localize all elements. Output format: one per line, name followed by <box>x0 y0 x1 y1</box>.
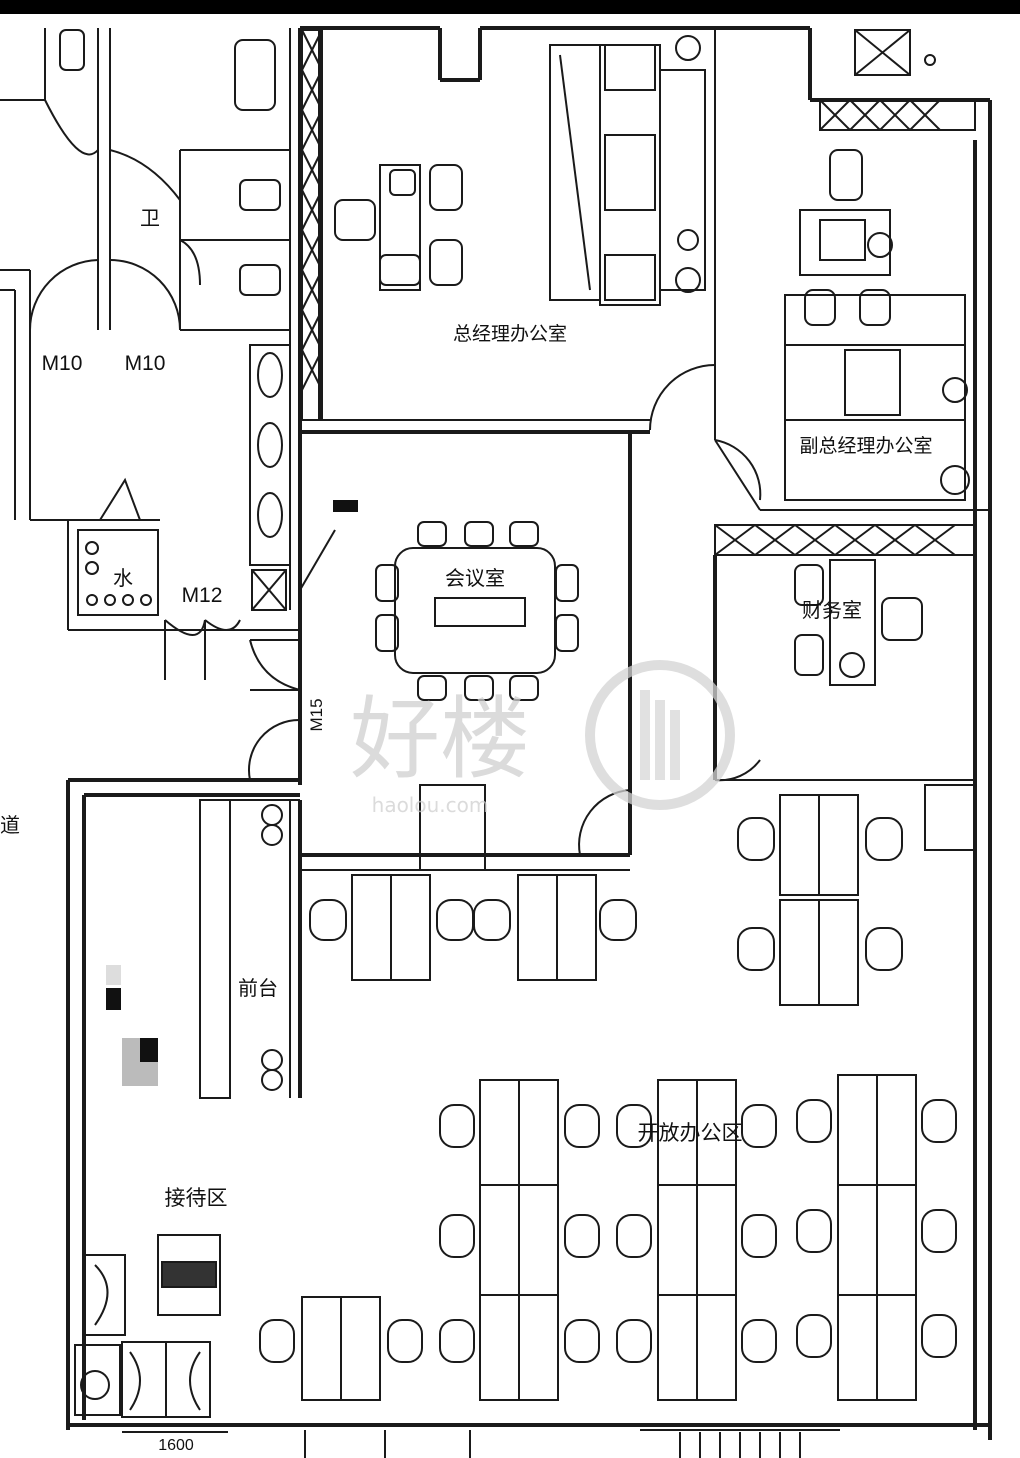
finance-room <box>713 524 976 851</box>
door-tag-m15: M15 <box>307 698 326 731</box>
door-tag-m10-right: M10 <box>125 352 166 375</box>
gm-office-walls <box>300 28 716 440</box>
tea-room-label: 水 <box>113 566 133 590</box>
waiting-area <box>74 1234 221 1418</box>
door-tag-m12: M12 <box>182 584 223 607</box>
watermark-subtext: haolou.com <box>372 793 489 817</box>
dimension-label: 1600 <box>158 1437 194 1454</box>
restroom-block <box>0 28 301 781</box>
watermark: 好楼 haolou.com <box>350 660 735 817</box>
open-office-label: 开放办公区 <box>638 1121 743 1145</box>
pixel-marker <box>106 988 121 1010</box>
meeting-room <box>299 432 632 871</box>
watermark-text: 好楼 <box>350 687 530 792</box>
waiting-area-label: 接待区 <box>165 1186 228 1210</box>
wall-marker <box>333 500 358 512</box>
deputy-office-walls <box>714 29 990 511</box>
restroom-label: 卫 <box>140 206 160 230</box>
bottom-edge <box>122 1429 840 1458</box>
pixel-marker <box>140 1038 158 1062</box>
top-black-bar <box>0 0 1020 14</box>
reception-label: 前台 <box>238 976 278 1000</box>
workstations-top <box>300 794 903 1006</box>
gm-office-label: 总经理办公室 <box>453 323 567 345</box>
door-tag-m10-left: M10 <box>42 352 83 375</box>
deputy-office-label: 副总经理办公室 <box>799 435 932 457</box>
corridor-label: 道 <box>0 813 20 837</box>
reception <box>199 799 302 1099</box>
meeting-room-label: 会议室 <box>445 566 505 590</box>
pixel-marker <box>106 965 121 985</box>
finance-room-label: 财务室 <box>802 598 862 622</box>
workstations-open <box>259 1074 957 1401</box>
